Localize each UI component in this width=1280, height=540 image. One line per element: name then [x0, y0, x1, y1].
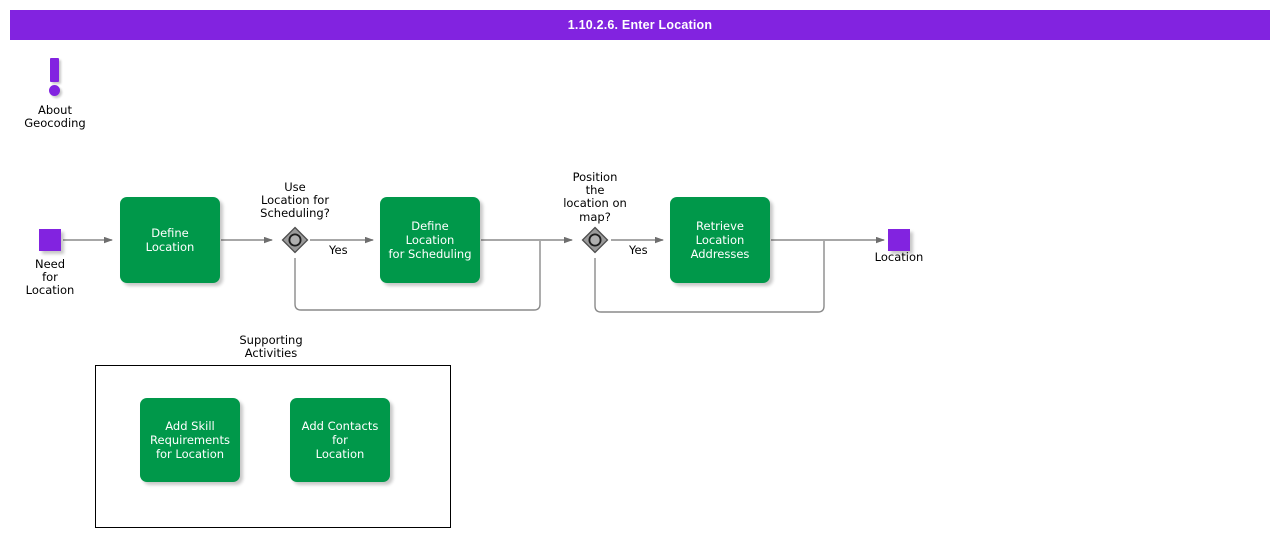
supporting-activities-title: Supporting Activities — [239, 333, 303, 361]
task-retrieve-location-addresses[interactable]: Retrieve Location Addresses — [670, 197, 770, 283]
gateway-use-location-for-scheduling[interactable] — [280, 225, 310, 255]
end-event-label: Location — [874, 250, 924, 264]
task-add-skill-requirements-for-location[interactable]: Add Skill Requirements for Location — [140, 398, 240, 482]
exclamation-icon — [42, 58, 68, 98]
flow-label-gateway2-yes: Yes — [629, 243, 648, 257]
end-event-marker — [888, 229, 910, 251]
start-event-marker — [39, 229, 61, 251]
end-event-location[interactable] — [888, 229, 910, 251]
gateway-position-location-on-map[interactable] — [580, 225, 610, 255]
start-event-label: Need for Location — [25, 257, 75, 298]
flow-label-gateway1-yes: Yes — [329, 243, 348, 257]
start-event-need-for-location[interactable] — [39, 229, 61, 251]
about-geocoding-label: About Geocoding — [24, 103, 86, 131]
task-add-contacts-for-location[interactable]: Add Contacts for Location — [290, 398, 390, 482]
page-title: 1.10.2.6. Enter Location — [10, 10, 1270, 40]
gateway-use-location-for-scheduling-label: Use Location for Scheduling? — [260, 180, 330, 221]
task-define-location-for-scheduling[interactable]: Define Location for Scheduling — [380, 197, 480, 283]
task-define-location[interactable]: Define Location — [120, 197, 220, 283]
gateway-position-location-on-map-label: Position the location on map? — [563, 170, 627, 224]
supporting-activities-group — [95, 365, 451, 528]
